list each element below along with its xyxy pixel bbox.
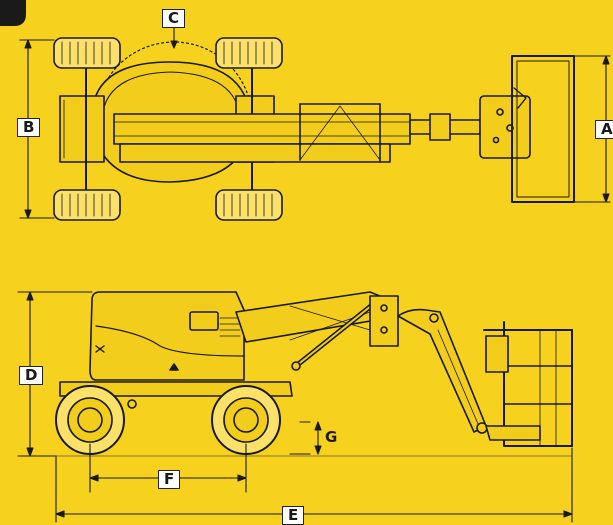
boom-top (113, 113, 411, 145)
side-wheels (55, 385, 281, 455)
platform-basket-top (511, 55, 575, 203)
dimension-label-d: D (19, 366, 44, 385)
dimension-label-g: G (325, 428, 338, 446)
dimension-label-b: B (17, 118, 41, 137)
top-view (53, 37, 575, 221)
dimension-label-c: C (162, 9, 186, 28)
platform-basket-side (503, 321, 573, 447)
top-wheel (53, 37, 283, 221)
side-view (55, 291, 573, 455)
dimension-label-e: E (282, 506, 305, 525)
dimension-label-a: A (595, 120, 613, 139)
jib-arm-side (397, 308, 487, 433)
dimension-lines (17, 27, 611, 523)
dimension-label-f: F (158, 470, 181, 489)
chassis-frame (59, 95, 105, 163)
control-box-top (479, 95, 531, 159)
boom-arm-side (235, 291, 391, 343)
corner-badge (0, 0, 26, 26)
